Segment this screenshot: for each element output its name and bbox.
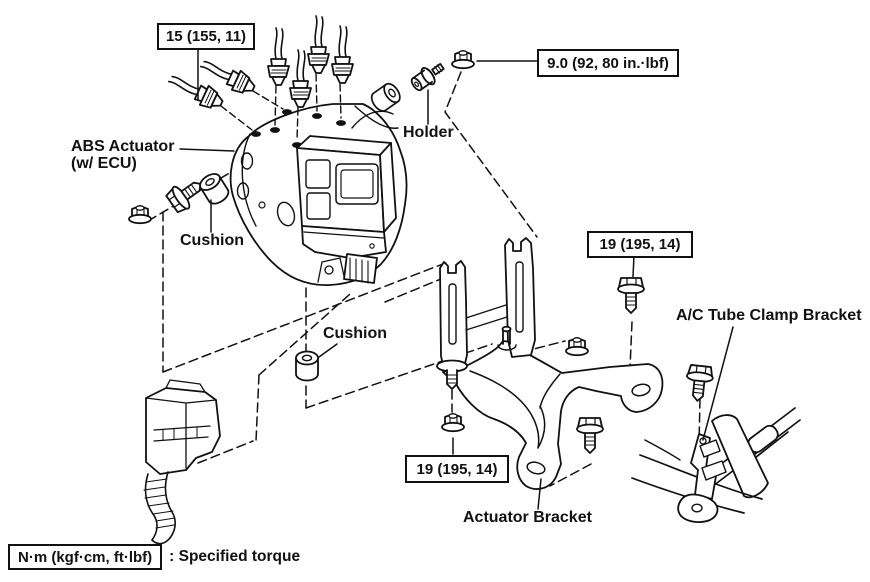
label-actuator-bracket: Actuator Bracket — [463, 509, 592, 526]
actuator-bracket-drawing — [436, 237, 664, 490]
torque-legend-description: : Specified torque — [169, 548, 301, 565]
ac-bolt-drawing — [683, 363, 715, 404]
torque-spec-box-9: 9.0 (92, 80 in.·lbf) — [537, 49, 679, 77]
bolt-19-upper-drawing — [617, 277, 645, 314]
abs-actuator-drawing — [229, 103, 408, 286]
label-cushion-left: Cushion — [180, 232, 244, 249]
cushion-bolt-drawing — [163, 172, 210, 216]
connector-drawing — [143, 379, 221, 545]
torque-legend-unit-box: N·m (kgf·cm, ft·lbf) — [8, 544, 163, 570]
bracket-bolt-drawing — [576, 417, 604, 454]
label-ac-tube-clamp-bracket: A/C Tube Clamp Bracket — [676, 307, 862, 324]
torque-spec-box-15: 15 (155, 11) — [157, 23, 255, 50]
nut-19-lower-drawing — [441, 412, 465, 433]
label-holder: Holder — [403, 124, 454, 141]
cushion-left-drawing — [196, 169, 233, 208]
torque-spec-box-19-lower: 19 (195, 14) — [405, 455, 509, 483]
assembly-dashed-lines — [147, 71, 701, 493]
torque-spec-box-19-upper: 19 (195, 14) — [587, 231, 693, 258]
fitting-dashed-lines — [220, 73, 342, 141]
ac-tube-clamp-drawing — [631, 407, 801, 523]
label-abs-actuator-line1: ABS Actuator — [71, 138, 175, 155]
cushion-nut-drawing — [128, 204, 152, 225]
holder-drawing — [410, 63, 445, 92]
leader-lines — [179, 45, 734, 510]
label-cushion-center: Cushion — [323, 325, 387, 342]
holder-cushion-drawing — [367, 80, 404, 115]
label-abs-actuator: ABS Actuator (w/ ECU) — [71, 138, 175, 173]
cushion-center-drawing — [295, 350, 319, 382]
bracket-nut-drawing — [565, 336, 589, 357]
torque-legend: N·m (kgf·cm, ft·lbf) : Specified torque — [8, 544, 300, 570]
holder-nut-drawing — [451, 49, 475, 70]
label-abs-actuator-line2: (w/ ECU) — [71, 154, 137, 172]
